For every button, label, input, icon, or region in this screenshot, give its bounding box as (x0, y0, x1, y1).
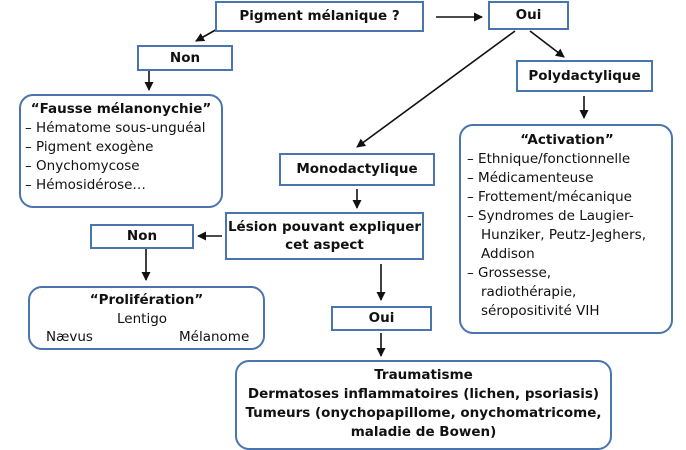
fausse-melanonychie-list: Hématome sous-unguéal Pigment exogène On… (25, 119, 217, 195)
activation-item: Médicamenteuse (467, 169, 667, 188)
bottom-line-dermatoses: Dermatoses inflammatoires (lichen, psori… (247, 386, 600, 402)
oui-top-box: Oui (488, 1, 569, 30)
pigment-question-label: Pigment mélanique ? (239, 8, 400, 24)
fausse-item: Onychomycose (25, 157, 217, 176)
activation-item: Frottement/mécanique (467, 188, 667, 207)
non-top-box: Non (137, 45, 233, 71)
bottom-line-traumatisme: Traumatisme (374, 367, 473, 383)
fausse-melanonychie-title: “Fausse mélanonychie” (30, 101, 212, 117)
activation-item: Grossesse, radiothérapie, séropositivité… (467, 264, 621, 321)
non-mid-box: Non (90, 224, 194, 249)
proliferation-melanome: Mélanome (179, 329, 250, 345)
fausse-item: Pigment exogène (25, 138, 217, 157)
proliferation-naevus: Nævus (46, 329, 93, 345)
polydactylique-box: Polydactylique (516, 60, 653, 92)
activation-item: Ethnique/fonctionnelle (467, 150, 667, 169)
oui-mid-box: Oui (331, 306, 432, 331)
arrow-oui-to-polydactylique (529, 30, 565, 58)
activation-title: “Activation” (520, 132, 614, 148)
non-mid-label: Non (126, 228, 158, 244)
proliferation-lentigo: Lentigo (117, 311, 168, 327)
oui-mid-label: Oui (368, 310, 395, 326)
activation-list: Ethnique/fonctionnelle Médicamenteuse Fr… (467, 150, 667, 321)
bottom-causes-box: Traumatisme Dermatoses inflammatoires (l… (235, 360, 612, 450)
arrow-oui-to-monodactylique (356, 30, 516, 148)
flow-arrows (141, 12, 589, 357)
bottom-line-tumeurs: Tumeurs (onychopapillome, onychomatricom… (245, 405, 602, 421)
pigment-question-box: Pigment mélanique ? (215, 1, 424, 32)
fausse-item: Hémosidérose… (25, 176, 217, 195)
non-top-label: Non (169, 49, 201, 66)
activation-box: “Activation” Ethnique/fonctionnelle Médi… (459, 124, 673, 334)
fausse-melanonychie-box: “Fausse mélanonychie” Hématome sous-ungu… (19, 94, 223, 208)
lesion-box: Lésion pouvant expliquer cet aspect (225, 212, 424, 260)
oui-top-label: Oui (515, 7, 542, 23)
proliferation-title: “Prolifération” (89, 292, 204, 308)
monodactylique-label: Monodactylique (296, 161, 418, 177)
bottom-line-bowen: maladie de Bowen) (350, 424, 497, 440)
monodactylique-box: Monodactylique (279, 153, 435, 186)
proliferation-box: “Prolifération” Lentigo Nævus Mélanome (28, 286, 265, 350)
activation-item: Syndromes de Laugier-Hunziker, Peutz-Jeg… (467, 207, 653, 264)
lesion-label: Lésion pouvant expliquer cet aspect (227, 219, 422, 253)
polydactylique-label: Polydactylique (528, 67, 641, 84)
fausse-item: Hématome sous-unguéal (25, 119, 217, 138)
